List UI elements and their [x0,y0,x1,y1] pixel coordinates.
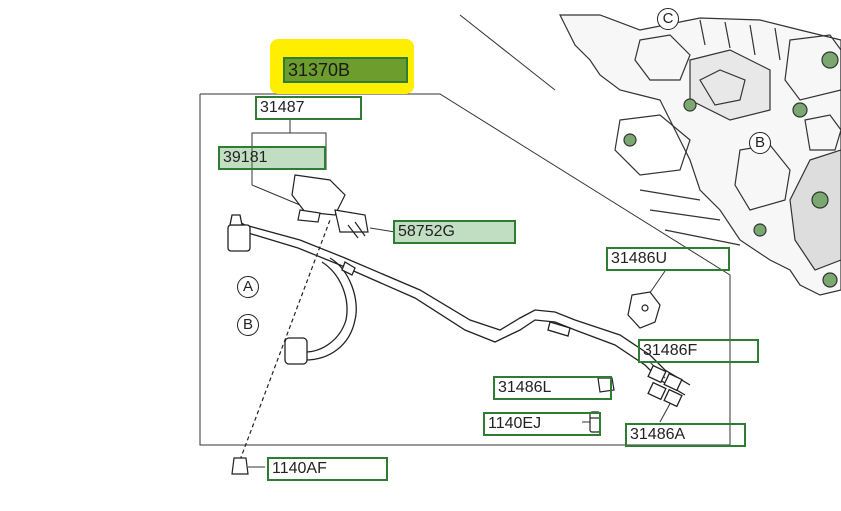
part-label-31486f[interactable]: 31486F [638,339,759,363]
part-label-1140af[interactable]: 1140AF [267,457,388,481]
part-label-31486u[interactable]: 31486U [606,247,730,271]
callout-b-engine: B [749,132,771,154]
part-label-31486a[interactable]: 31486A [625,423,746,447]
pressure-sensor [291,174,369,239]
part-label-31487[interactable]: 31487 [255,96,362,120]
callout-a: A [237,276,259,298]
part-label-39181[interactable]: 39181 [218,146,326,170]
callout-c-engine: C [657,8,679,30]
part-label-31370b[interactable]: 31370B [283,57,408,83]
part-label-1140ej[interactable]: 1140EJ [483,412,601,436]
bolt-1140af [231,219,331,475]
assembly-outline [199,82,731,468]
engine-block [559,14,841,296]
pipe-bracket [627,291,661,329]
part-label-58752g[interactable]: 58752G [393,220,516,244]
part-label-31486l[interactable]: 31486L [493,376,612,400]
fuel-pipe [227,214,691,408]
callout-b: B [237,314,259,336]
